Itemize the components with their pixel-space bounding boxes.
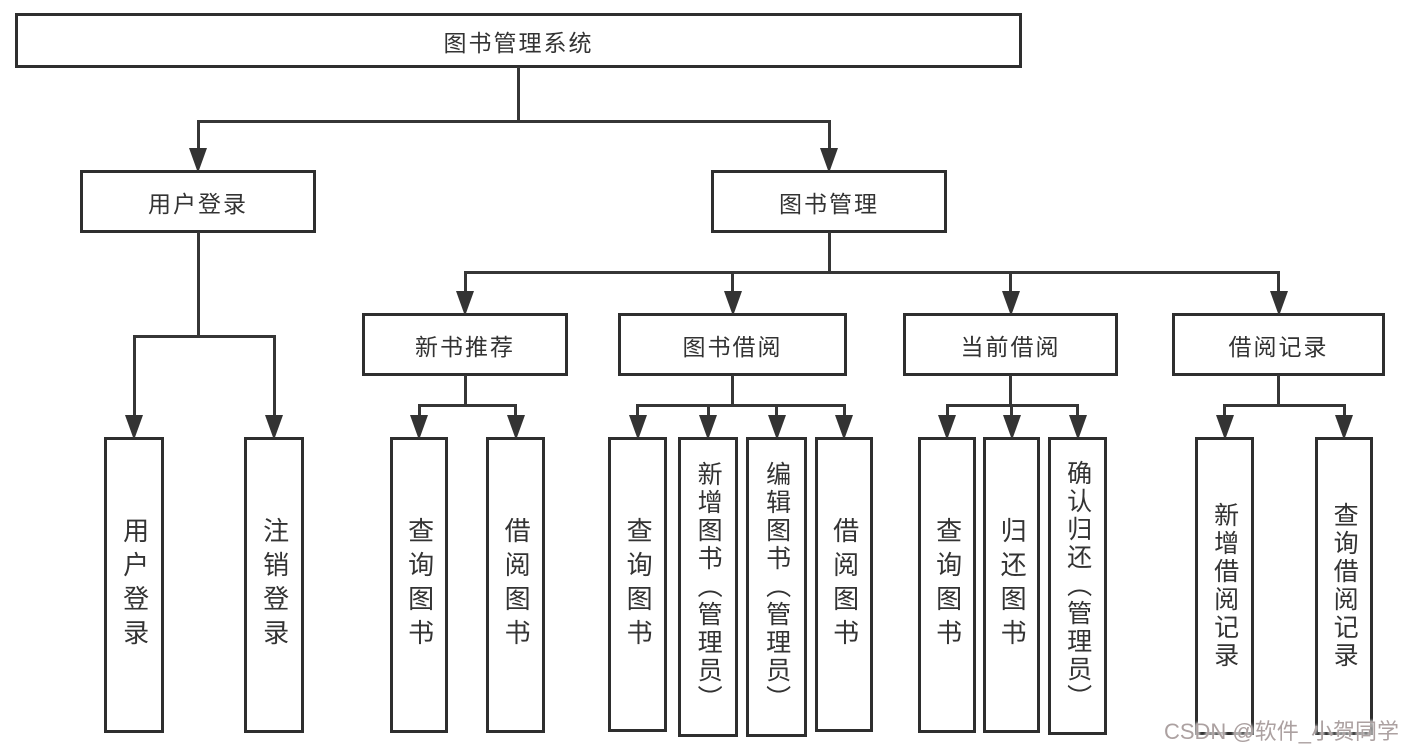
node-label-new-book-rec: 新书推荐 — [415, 333, 515, 360]
node-label-leaf-confirm-return: 确认归还（管理员） — [1063, 460, 1092, 712]
node-book-borrow: 图书借阅 — [618, 313, 847, 376]
connector-line — [272, 335, 276, 417]
node-leaf-query-book-3: 查询图书 — [918, 437, 976, 733]
node-root: 图书管理系统 — [15, 13, 1022, 68]
node-label-book-mgmt: 图书管理 — [779, 190, 879, 217]
arrow-down-icon — [723, 291, 742, 316]
node-label-leaf-query-record: 查询借阅记录 — [1330, 502, 1359, 670]
connector-line — [731, 271, 734, 293]
arrow-down-icon — [938, 415, 956, 440]
node-label-leaf-borrow-book-2: 借阅图书 — [829, 516, 860, 653]
connector-line — [775, 404, 778, 417]
node-leaf-add-record: 新增借阅记录 — [1195, 437, 1254, 735]
connector-line — [827, 120, 831, 150]
arrow-down-icon — [125, 415, 143, 440]
node-leaf-user-login: 用户登录 — [104, 437, 164, 733]
connector-line — [731, 375, 734, 407]
arrow-down-icon — [1001, 291, 1020, 316]
node-leaf-confirm-return: 确认归还（管理员） — [1048, 437, 1107, 735]
arrow-down-icon — [767, 415, 786, 440]
arrow-down-icon — [699, 415, 717, 440]
connector-line — [417, 404, 421, 417]
node-label-leaf-query-book-3: 查询图书 — [932, 517, 963, 653]
node-label-leaf-user-login: 用户登录 — [119, 517, 150, 653]
connector-line — [132, 335, 136, 417]
connector-line — [1010, 404, 1013, 417]
node-leaf-query-book-2: 查询图书 — [608, 437, 667, 732]
connector-line — [1223, 404, 1226, 417]
node-label-current-borrow: 当前借阅 — [960, 333, 1061, 360]
arrow-down-icon — [1335, 415, 1353, 440]
connector-line — [1076, 404, 1079, 417]
node-leaf-borrow-book-1: 借阅图书 — [486, 437, 545, 733]
node-label-leaf-edit-book: 编辑图书（管理员） — [762, 461, 791, 713]
node-leaf-add-book: 新增图书（管理员） — [678, 437, 738, 737]
arrow-down-icon — [1215, 415, 1234, 440]
arrow-down-icon — [820, 148, 838, 173]
connector-line — [636, 404, 639, 417]
node-label-leaf-add-record: 新增借阅记录 — [1210, 502, 1239, 670]
node-book-mgmt: 图书管理 — [711, 170, 947, 233]
node-label-leaf-borrow-book-1: 借阅图书 — [501, 517, 532, 653]
node-label-leaf-add-book: 新增图书（管理员） — [694, 461, 723, 713]
node-label-leaf-query-book-2: 查询图书 — [623, 516, 654, 653]
node-leaf-query-record: 查询借阅记录 — [1315, 437, 1373, 735]
arrow-down-icon — [456, 291, 474, 316]
node-leaf-logout: 注销登录 — [244, 437, 304, 733]
connector-line — [196, 232, 200, 338]
arrow-down-icon — [1068, 415, 1087, 440]
connector-line — [463, 271, 1280, 274]
connector-line — [1009, 375, 1012, 407]
connector-line — [1009, 271, 1012, 293]
connector-line — [514, 404, 517, 417]
arrow-down-icon — [835, 415, 853, 440]
connector-line — [1277, 375, 1280, 407]
connector-line — [196, 120, 831, 123]
arrow-down-icon — [628, 415, 647, 440]
node-label-book-borrow: 图书借阅 — [682, 333, 783, 360]
connector-line — [132, 335, 276, 338]
connector-line — [827, 232, 831, 274]
node-label-root: 图书管理系统 — [443, 29, 594, 56]
node-leaf-borrow-book-2: 借阅图书 — [815, 437, 873, 732]
arrow-down-icon — [1002, 415, 1021, 440]
connector-line — [945, 404, 949, 417]
arrow-down-icon — [265, 415, 283, 440]
connector-line — [842, 404, 846, 417]
node-label-leaf-logout: 注销登录 — [259, 517, 290, 653]
node-label-leaf-query-book-1: 查询图书 — [404, 517, 435, 653]
arrow-down-icon — [189, 148, 207, 173]
node-label-leaf-return-book: 归还图书 — [997, 517, 1028, 653]
arrow-down-icon — [410, 415, 428, 440]
node-current-borrow: 当前借阅 — [903, 313, 1118, 376]
arrow-down-icon — [1269, 291, 1288, 316]
node-leaf-edit-book: 编辑图书（管理员） — [746, 437, 807, 737]
connector-line — [463, 271, 467, 293]
connector-line — [1277, 271, 1280, 293]
node-new-book-rec: 新书推荐 — [362, 313, 568, 376]
connector-line — [463, 375, 467, 407]
node-user-login: 用户登录 — [80, 170, 316, 233]
node-borrow-records: 借阅记录 — [1172, 313, 1385, 376]
connector-line — [636, 404, 846, 407]
connector-line — [417, 404, 517, 407]
node-leaf-return-book: 归还图书 — [983, 437, 1040, 733]
connector-line — [1342, 404, 1346, 417]
csdn-watermark: CSDN @软件_小贺同学 — [1163, 719, 1399, 744]
node-label-user-login: 用户登录 — [148, 190, 248, 217]
connector-line — [1223, 404, 1346, 407]
arrow-down-icon — [506, 415, 525, 440]
connector-line — [517, 67, 520, 123]
node-label-borrow-records: 借阅记录 — [1228, 333, 1329, 360]
node-leaf-query-book-1: 查询图书 — [390, 437, 448, 733]
connector-line — [706, 404, 710, 417]
connector-line — [196, 120, 200, 150]
